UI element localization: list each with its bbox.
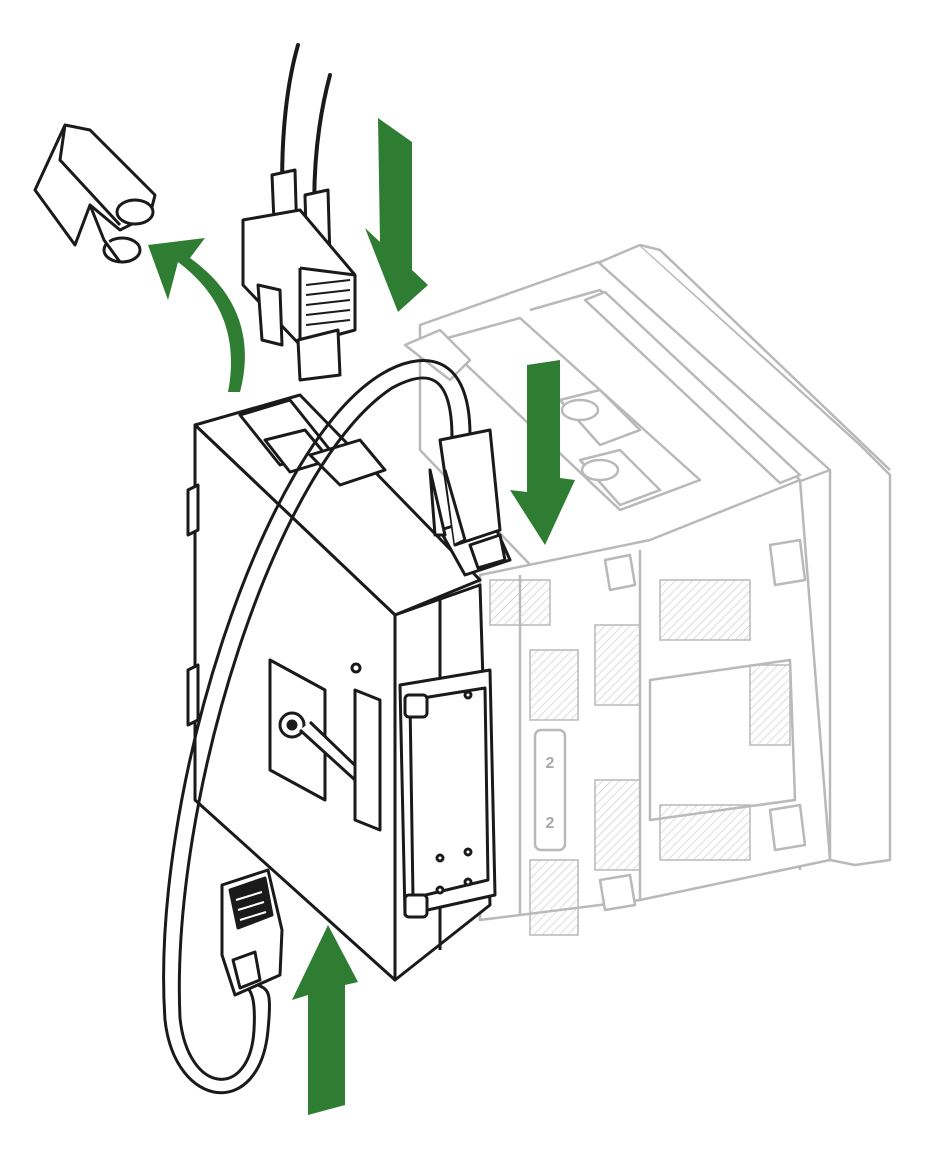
slot-label: 2 (546, 815, 555, 832)
slot-labels: 2 2 (546, 755, 555, 832)
rj45-cable (162, 359, 472, 1095)
arrow-down-icon (510, 360, 575, 545)
vent-grid (489, 579, 791, 936)
protective-cap (33, 123, 157, 264)
rj45-connector-top (428, 428, 502, 547)
arrow-up-icon (292, 925, 358, 1115)
arrow-down-icon (365, 118, 428, 312)
rj45-plug-loose (220, 868, 284, 997)
curved-arrow-icon (148, 238, 245, 392)
power-meter-body (403, 243, 892, 922)
slot-label: 2 (546, 755, 555, 772)
fiber-optic-connector (241, 168, 357, 382)
